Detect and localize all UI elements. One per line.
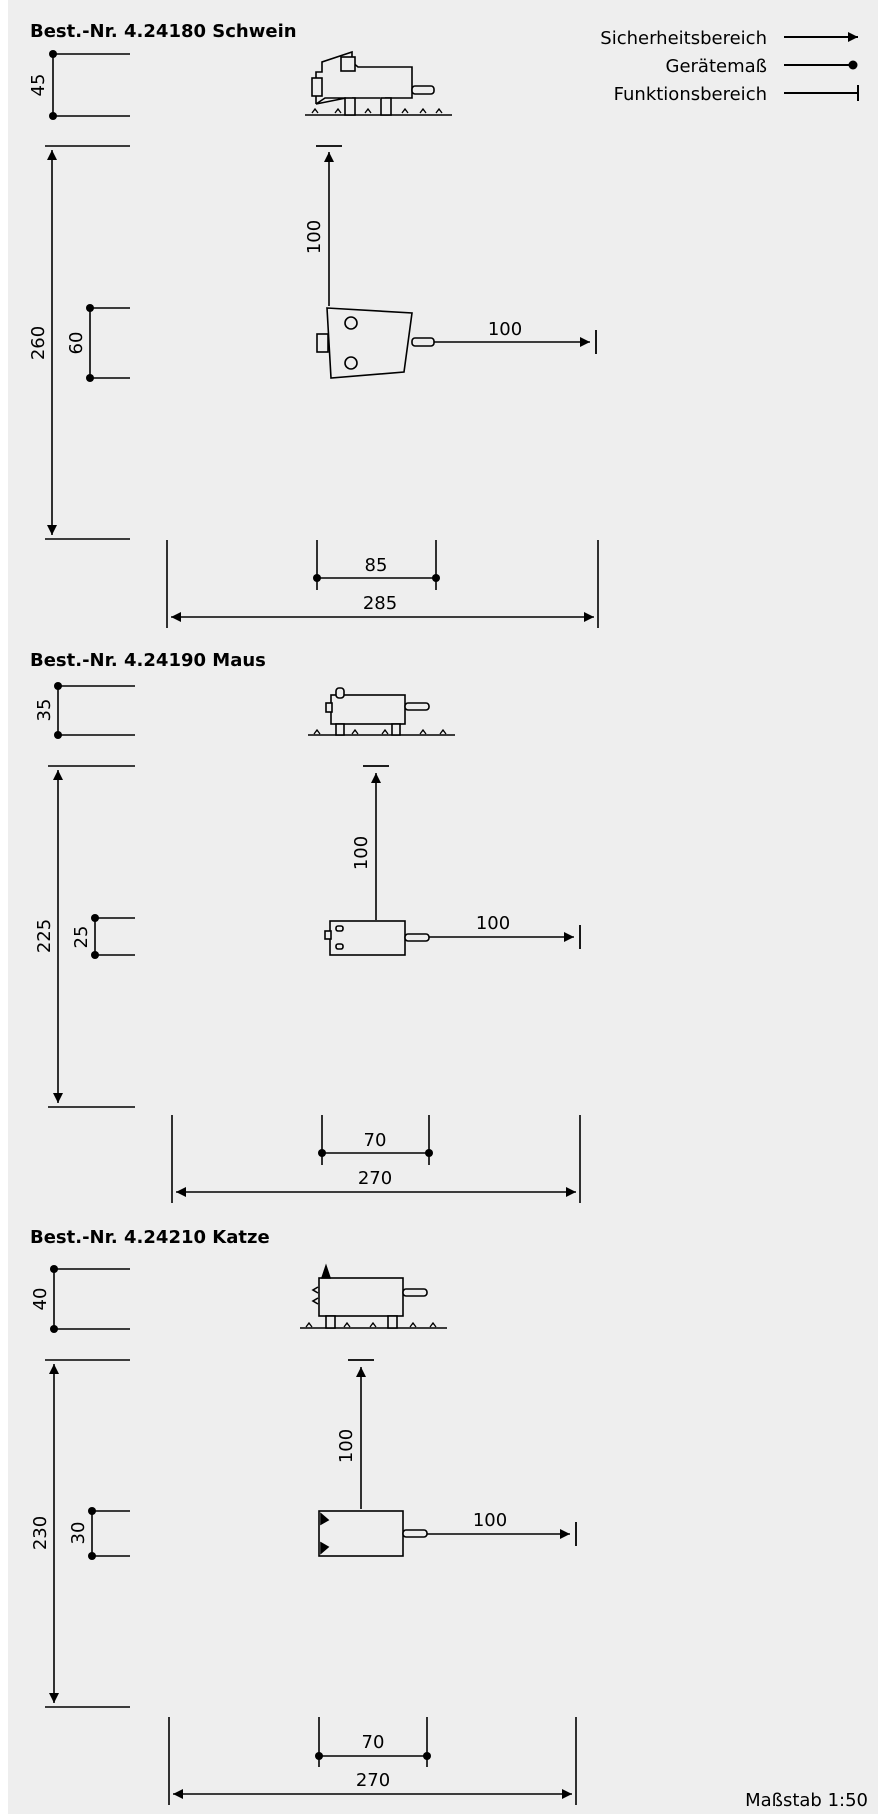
front-safety-label: 100 — [304, 220, 325, 254]
side-safety-label: 100 — [473, 1510, 507, 1531]
device-depth-label: 25 — [71, 926, 92, 949]
device-width-label: 70 — [362, 1732, 385, 1753]
total-width-label: 285 — [363, 593, 397, 614]
total-depth-label: 230 — [30, 1516, 51, 1550]
height-label: 40 — [30, 1288, 51, 1311]
device-depth-label: 60 — [66, 332, 87, 355]
pig-side-view — [305, 50, 452, 116]
total-depth-label: 260 — [28, 326, 49, 360]
device-width-label: 85 — [365, 555, 388, 576]
cat-side-view — [300, 1263, 447, 1329]
legend: Sicherheitsbereich Gerätemaß Funktionsbe… — [600, 28, 859, 105]
mouse-side-view — [308, 687, 455, 736]
section-title: Best.-Nr. 4.24180 Schwein — [30, 21, 297, 42]
pig-top-view — [316, 307, 435, 379]
total-width-label: 270 — [358, 1168, 392, 1189]
side-safety-label: 100 — [476, 913, 510, 934]
scale-label: Maßstab 1:50 — [745, 1790, 868, 1811]
side-safety-label: 100 — [488, 319, 522, 340]
section-title: Best.-Nr. 4.24210 Katze — [30, 1227, 270, 1248]
dimension-dot-icon — [848, 60, 858, 70]
height-label: 35 — [34, 699, 55, 722]
height-label: 45 — [28, 74, 49, 97]
section-title: Best.-Nr. 4.24190 Maus — [30, 650, 266, 671]
mouse-top-view — [324, 920, 430, 956]
legend-device-dimension: Gerätemaß — [666, 56, 768, 77]
section-katze: Best.-Nr. 4.24210 Katze 40 230 30 — [30, 1227, 577, 1805]
total-width-label: 270 — [356, 1770, 390, 1791]
drawing-sheet — [8, 0, 878, 1814]
device-width-label: 70 — [364, 1130, 387, 1151]
device-depth-label: 30 — [68, 1522, 89, 1545]
legend-function-area: Funktionsbereich — [614, 84, 767, 105]
legend-safety-area: Sicherheitsbereich — [600, 28, 767, 49]
total-depth-label: 225 — [34, 919, 55, 953]
front-safety-label: 100 — [351, 836, 372, 870]
section-schwein: Best.-Nr. 4.24180 Schwein 45 260 60 — [28, 21, 599, 628]
section-maus: Best.-Nr. 4.24190 Maus 35 225 25 — [30, 650, 581, 1203]
front-safety-label: 100 — [336, 1429, 357, 1463]
cat-top-view — [318, 1510, 428, 1557]
